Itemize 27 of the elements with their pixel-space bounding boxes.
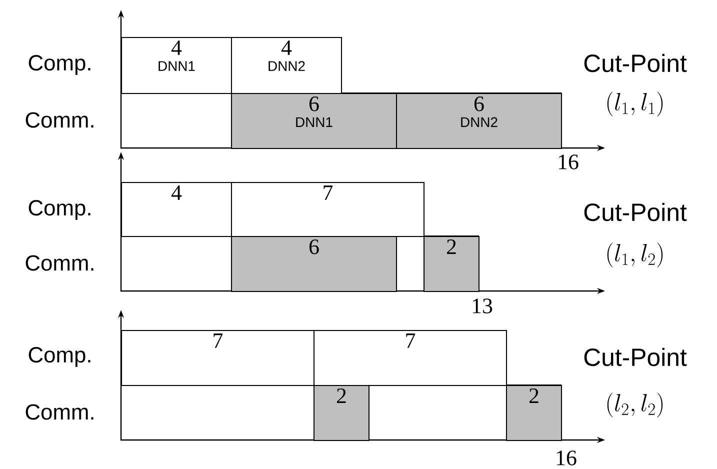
communication-block: 6 DNN1 xyxy=(231,92,397,149)
communication-block: 2 xyxy=(506,384,562,441)
row-label: Comm. xyxy=(26,255,94,271)
compute-block: 7 xyxy=(231,182,424,237)
compute-block: 4 DNN1 xyxy=(121,37,232,94)
row-label: Comp. xyxy=(28,55,90,75)
tick-label: 13 xyxy=(472,298,492,314)
communication-block: 2 xyxy=(424,236,480,292)
cut-point-label: Cut-Point xyxy=(584,202,687,222)
cut-point-formula: $(l_1,l_2)$ xyxy=(607,242,663,268)
cut-point-label: Cut-Point xyxy=(584,348,687,366)
compute-block: 7 xyxy=(314,330,507,386)
compute-block: 4 DNN2 xyxy=(231,37,342,94)
cut-point-formula: $(l_1,l_1)$ xyxy=(607,92,663,116)
communication-block: 6 xyxy=(231,236,397,292)
tick-label: 16 xyxy=(558,154,578,170)
cut-point-label: Cut-Point xyxy=(584,54,687,72)
compute-block: 7 xyxy=(121,330,314,386)
row-label: Comm. xyxy=(26,404,94,420)
communication-block: 2 xyxy=(314,384,370,441)
tick-label: 16 xyxy=(556,450,576,466)
row-label: Comp. xyxy=(28,200,90,220)
communication-block: 6 DNN2 xyxy=(396,92,562,149)
row-label: Comp. xyxy=(28,347,90,367)
row-label: Comm. xyxy=(26,112,94,128)
compute-block: 4 xyxy=(121,182,232,237)
cut-point-formula: $(l_2,l_2)$ xyxy=(607,392,663,418)
